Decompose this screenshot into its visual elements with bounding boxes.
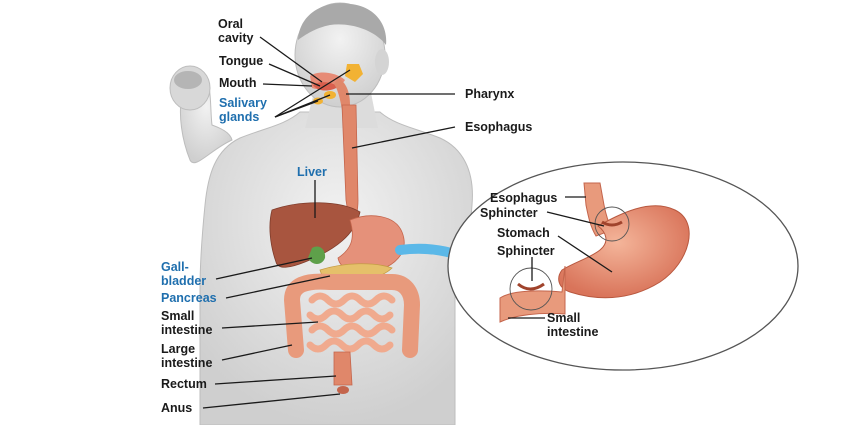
inset-label-sphincter-lower: Sphincter [497,244,555,258]
label-salivary-glands-line2: glands [219,110,259,124]
label-pharynx: Pharynx [465,87,514,101]
hair [298,3,387,45]
label-small-intestine-line1: Small [161,309,194,323]
label-oral-cavity-line2: cavity [218,31,253,45]
ear [375,49,389,75]
label-rectum: Rectum [161,377,207,391]
label-salivary-glands-line1: Salivary [219,96,267,110]
label-oral-cavity-line1: Oral [218,17,243,31]
inset-label-esophagus: Esophagus [490,191,557,205]
salivary-gland-parotid [345,64,363,82]
label-liver: Liver [297,165,327,179]
label-small-intestine-line2: intestine [161,323,212,337]
inset-label-stomach: Stomach [497,226,550,240]
label-gallbladder-line2: bladder [161,274,206,288]
gallbladder [308,246,326,264]
lower-sphincter-marker [509,267,553,311]
large-intestine [283,273,421,358]
rectum [333,351,353,386]
inset-label-small-intestine-line2: intestine [547,325,598,339]
small-intestine [306,292,396,353]
inset-label-small-intestine-line1: Small [547,311,580,325]
label-gallbladder-line1: Gall- [161,260,189,274]
inset-small-intestine [499,265,566,323]
inset-label-sphincter-upper: Sphincter [480,206,538,220]
inset-stomach [558,205,690,299]
label-esophagus: Esophagus [465,120,532,134]
pharynx [334,78,350,110]
tongue [313,82,338,91]
label-pancreas: Pancreas [161,291,217,305]
labels: Oral cavity Tongue Mouth Salivary glands… [161,17,598,415]
label-large-intestine-line1: Large [161,342,195,356]
label-mouth: Mouth [219,76,256,90]
label-tongue: Tongue [219,54,263,68]
anus [337,386,349,394]
label-anus: Anus [161,401,192,415]
label-large-intestine-line2: intestine [161,356,212,370]
leader-lines [202,36,613,409]
food-item [174,71,202,89]
